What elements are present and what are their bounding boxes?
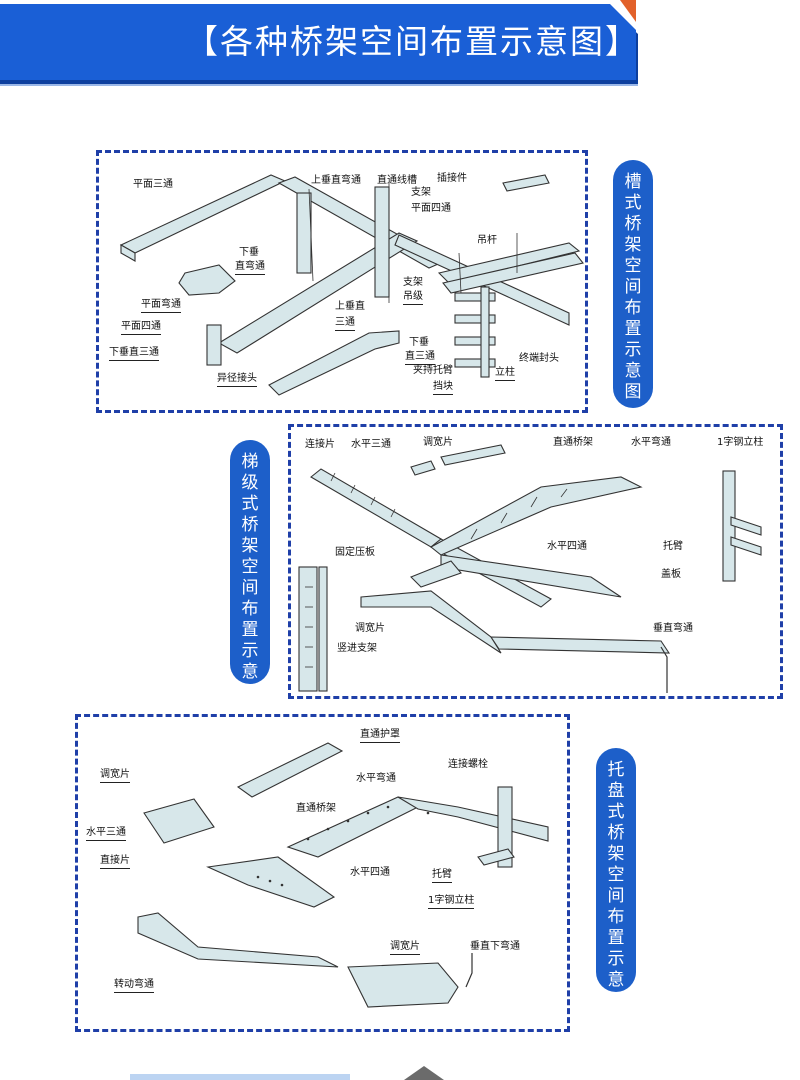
label-connecting-bolt: 连接螺栓 [448, 759, 488, 770]
label-straight-cover: 直通护罩 [360, 729, 400, 743]
label-straight-tray-2: 直通桥架 [296, 803, 336, 814]
label-flat-cross: 平面四通 [121, 321, 161, 335]
ladder-tray-diagram [298, 444, 762, 693]
label-fixed-clamp: 固定压板 [335, 547, 375, 558]
label-plug-connector: 插接件 [437, 173, 467, 184]
label-up-vertical: 上垂直 [335, 301, 365, 312]
label-flat-tee: 平面三通 [133, 179, 173, 190]
page-title: 【各种桥架空间布置示意图】 [185, 22, 640, 61]
label-rotating-elbow: 转动弯通 [114, 979, 154, 993]
label-horizontal-cross: 水平四通 [547, 541, 587, 552]
trough-tray-section-label: 槽式桥架空间布置示意图 [613, 160, 653, 408]
label-hanger-rod: 吊杆 [477, 235, 497, 246]
label-hanger-level: 吊级 [403, 291, 423, 305]
label-direct-connector: 直接片 [100, 855, 130, 869]
label-horizontal-tee-2: 水平三通 [86, 827, 126, 841]
bottom-decoration [130, 1066, 444, 1080]
label-horizontal-elbow-2: 水平弯通 [356, 773, 396, 784]
tray-type-panel: 直通护罩 调宽片 水平弯通 连接螺栓 水平三通 直通桥架 直接片 水平四通 托臂… [75, 714, 570, 1032]
label-horizontal-cross-2: 水平四通 [350, 867, 390, 878]
label-width-adjuster-3: 调宽片 [100, 769, 130, 783]
label-flat-cross-top: 平面四通 [411, 203, 451, 214]
label-end-cap: 终端封头 [519, 353, 559, 364]
label-support-arm: 托臂 [663, 541, 683, 552]
label-support-arm-2: 托臂 [432, 869, 452, 883]
label-connector-plate: 连接片 [305, 439, 335, 450]
label-cover-plate: 盖板 [661, 569, 681, 580]
label-down-vertical-tee: 下垂直三通 [109, 347, 159, 361]
label-bracket-mid: 支架 [403, 277, 423, 288]
label-clamp-arm: 夹持托臂 [413, 365, 453, 376]
label-tee-mid: 三通 [335, 317, 355, 331]
label-straight-elbow: 直弯通 [235, 261, 265, 275]
label-width-adjuster-2: 调宽片 [355, 623, 385, 634]
label-i-steel-column-2: 1字钢立柱 [428, 895, 475, 909]
label-vertical-elbow: 垂直弯通 [653, 623, 693, 634]
label-vertical-down-elbow: 垂直下弯通 [470, 941, 520, 952]
ladder-tray-section-label: 梯级式桥架空间布置示意图 [230, 440, 270, 703]
label-width-adjuster-4: 调宽片 [390, 941, 420, 955]
label-column: 立柱 [495, 367, 515, 381]
label-down-vertical-1: 下垂 [239, 247, 259, 258]
label-horizontal-tee: 水平三通 [351, 439, 391, 450]
label-straight-tee: 直三通 [405, 351, 435, 365]
label-stopper: 挡块 [433, 381, 453, 395]
label-reducer-joint: 异径接头 [217, 373, 257, 387]
title-banner [0, 0, 638, 86]
label-bracket-top: 支架 [411, 187, 431, 198]
trough-tray-panel: 平面三通 上垂直弯通 直通线槽 插接件 支架 平面四通 吊杆 下垂 直弯通 平面… [96, 150, 588, 413]
label-down-vertical-2: 下垂 [409, 337, 429, 348]
label-i-steel-column: 1字钢立柱 [717, 437, 764, 448]
ladder-tray-panel: 连接片 水平三通 调宽片 直通桥架 水平弯通 1字钢立柱 水平四通 托臂 固定压… [288, 424, 783, 699]
label-straight-trough: 直通线槽 [377, 175, 417, 186]
label-up-vertical-elbow: 上垂直弯通 [311, 175, 361, 186]
tray-type-section-label: 托盘式桥架空间布置示意图 [596, 748, 636, 1011]
label-horizontal-elbow: 水平弯通 [631, 437, 671, 448]
label-width-adjuster: 调宽片 [423, 437, 453, 448]
trough-tray-diagram [119, 174, 584, 396]
tray-type-diagram [137, 742, 549, 1008]
label-flat-elbow: 平面弯通 [141, 299, 181, 313]
label-straight-tray: 直通桥架 [553, 437, 593, 448]
label-vertical-support: 竖进支架 [337, 643, 377, 654]
